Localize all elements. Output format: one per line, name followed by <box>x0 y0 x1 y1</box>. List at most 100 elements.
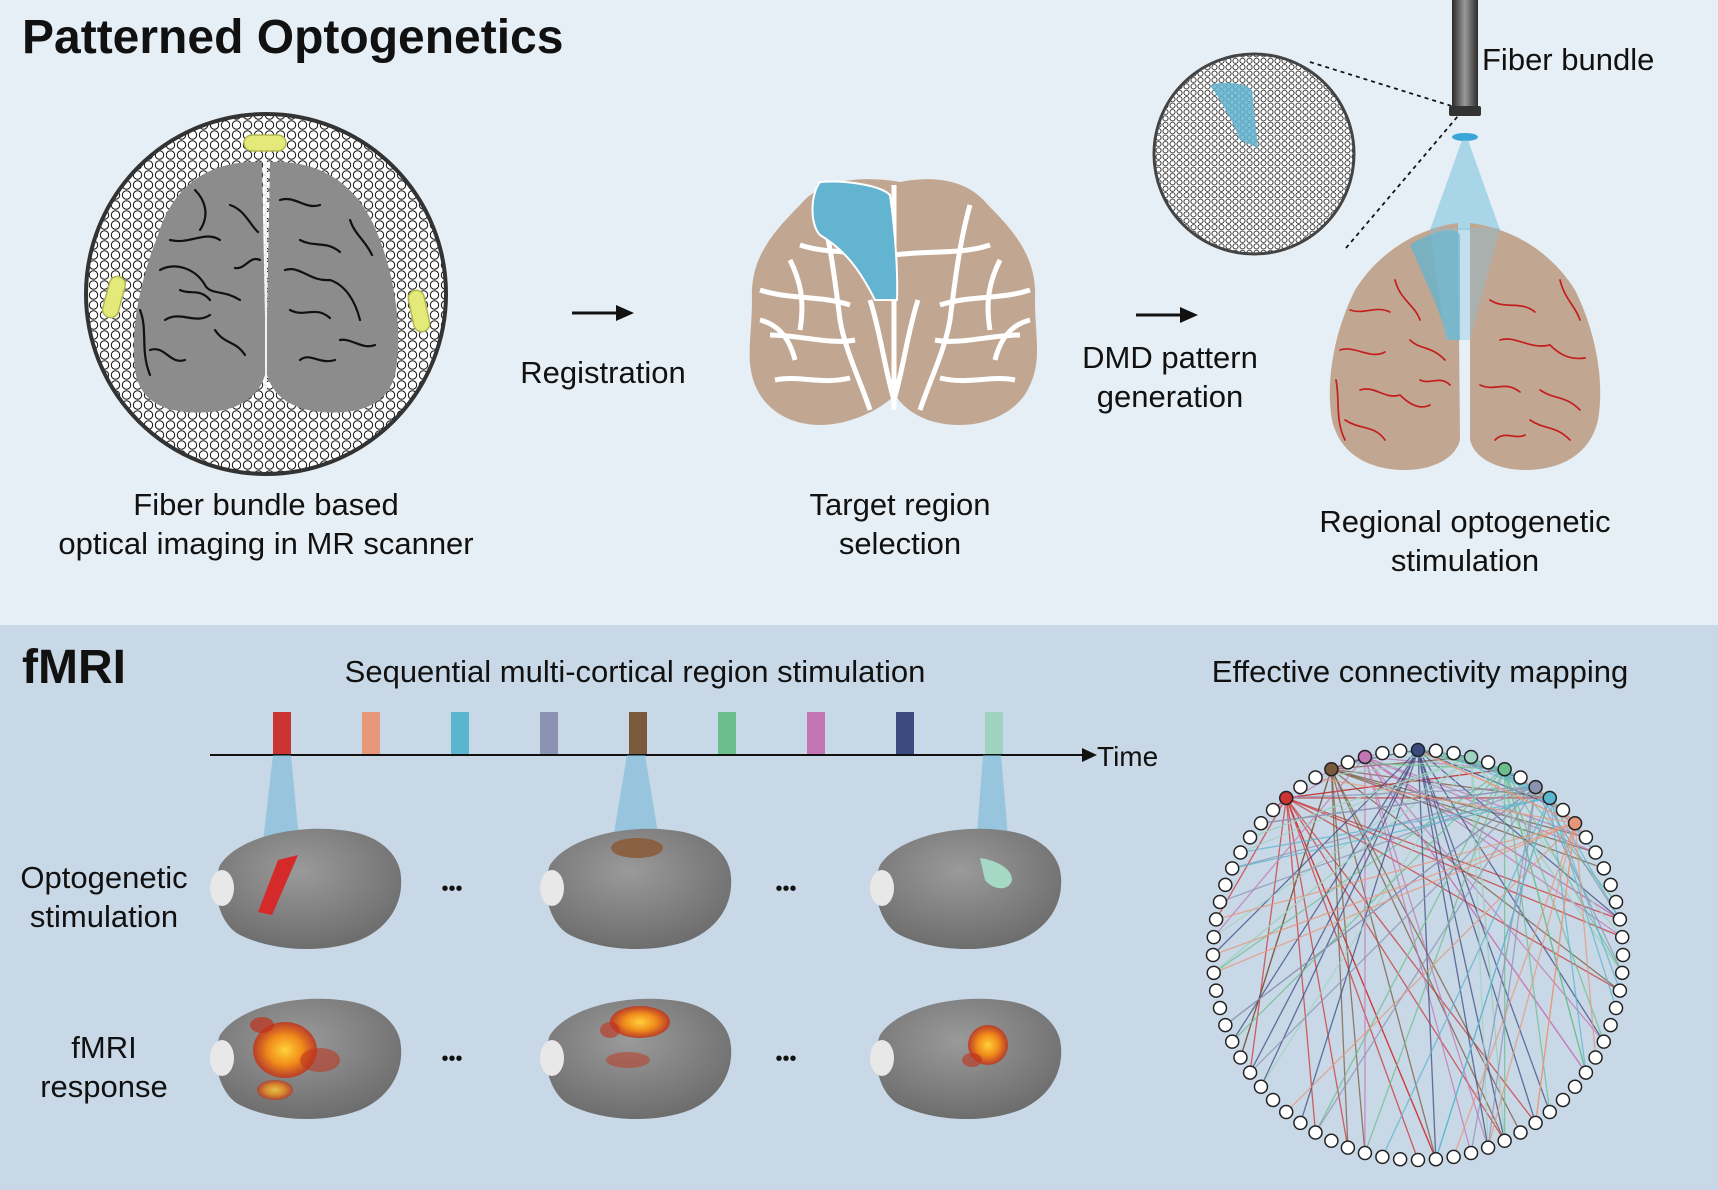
connectivity-node <box>1293 1115 1308 1131</box>
connectivity-edge <box>1224 786 1536 1026</box>
connectivity-edge <box>1315 756 1472 779</box>
connectivity-node <box>1446 745 1461 761</box>
connectivity-edge <box>1417 749 1576 824</box>
connectivity-node <box>1233 845 1248 860</box>
connectivity-edge <box>1417 749 1621 920</box>
connectivity-node <box>1308 770 1323 785</box>
connectivity-node <box>1596 861 1612 876</box>
fiber-bundle-label: Fiber bundle <box>1482 42 1655 77</box>
connectivity-edge <box>1314 768 1506 1133</box>
connectivity-node <box>1375 745 1390 761</box>
connectivity-node <box>1208 983 1224 998</box>
connectivity-node <box>1205 947 1221 963</box>
connectivity-node <box>1614 929 1630 945</box>
stimulus-pulse-6 <box>718 712 736 754</box>
connectivity-edge <box>1330 769 1437 1160</box>
ellipsis: ••• <box>441 1048 463 1070</box>
connectivity-node <box>1428 743 1444 759</box>
connectivity-node <box>1208 912 1224 927</box>
connectivity-edge <box>1213 822 1576 974</box>
connectivity-node <box>1224 1034 1240 1049</box>
ellipsis: ••• <box>775 1048 797 1070</box>
stimulated-brain <box>1329 223 1601 470</box>
connectivity-edge <box>1260 756 1472 1088</box>
connectivity-edge <box>1534 786 1623 974</box>
connectivity-node <box>1555 1092 1571 1108</box>
connectivity-edge <box>1314 786 1537 1133</box>
stimulus-pulse-1 <box>273 712 291 754</box>
connectivity-node <box>1357 1145 1373 1161</box>
brain-render-response-2 <box>540 998 732 1120</box>
connectivity-edge <box>1285 797 1621 992</box>
connectivity-node <box>1340 1140 1356 1155</box>
step2-caption-line1: Target region <box>809 487 991 522</box>
connectivity-node <box>1392 1151 1408 1167</box>
connectivity-edge <box>1315 776 1576 824</box>
connectivity-node <box>1612 912 1628 927</box>
connectivity-source-node <box>1542 790 1558 806</box>
stimulus-pulse-2 <box>362 712 380 754</box>
connectivity-node <box>1265 1092 1281 1108</box>
connectivity-edge <box>1285 797 1317 1133</box>
row1-label-line2: stimulation <box>29 899 179 934</box>
connectivity-node <box>1578 1065 1594 1080</box>
connectivity-source-node <box>1324 761 1339 777</box>
brain-render-stim-3 <box>870 828 1062 950</box>
connectivity-edge <box>1549 797 1621 991</box>
connectivity-edge <box>1452 823 1576 1158</box>
connectivity-node <box>1218 877 1233 893</box>
connectivity-edge <box>1330 769 1349 1148</box>
connectivity-node <box>1614 965 1630 981</box>
connectivity-edge <box>1549 797 1621 920</box>
connectivity-node <box>1528 1115 1543 1131</box>
connectivity-node <box>1463 1145 1479 1161</box>
brain-render-response-3 <box>870 998 1062 1120</box>
connectivity-edge <box>1285 797 1419 1161</box>
connectivity-node <box>1308 1125 1323 1140</box>
connectivity-edge <box>1240 797 1550 854</box>
connectivity-edge <box>1549 797 1587 1073</box>
connectivity-edge <box>1285 822 1576 1113</box>
panel-title-optogenetics: Patterned Optogenetics <box>22 11 564 64</box>
connectivity-node <box>1608 1000 1624 1016</box>
connectivity-title: Effective connectivity mapping <box>1211 654 1629 689</box>
connectivity-edge <box>1286 786 1536 799</box>
sequence-title: Sequential multi-cortical region stimula… <box>344 654 926 689</box>
connectivity-edge <box>1487 786 1537 1148</box>
connectivity-edge <box>1215 822 1576 921</box>
time-axis-label: Time <box>1097 741 1159 772</box>
connectivity-node <box>1206 965 1222 981</box>
connectivity-node <box>1542 1104 1558 1120</box>
connectivity-source-node <box>1528 779 1543 795</box>
connectivity-source-node <box>1567 815 1583 831</box>
connectivity-edge <box>1219 786 1536 903</box>
connectivity-edge <box>1435 797 1551 1160</box>
ellipsis: ••• <box>775 878 797 900</box>
brain-render-response-1 <box>210 998 402 1120</box>
brain-render-stim-1 <box>210 828 402 950</box>
connectivity-node <box>1612 983 1628 998</box>
connectivity-node <box>1480 755 1496 770</box>
connectivity-node <box>1324 1133 1339 1149</box>
connectivity-node <box>1578 830 1594 845</box>
connectivity-edge <box>1249 786 1537 1074</box>
connectivity-node <box>1253 815 1269 831</box>
connectivity-edge <box>1381 797 1551 1158</box>
connectivity-edge <box>1286 797 1621 921</box>
connectivity-edge <box>1504 768 1605 1042</box>
connectivity-edge <box>1534 823 1576 1124</box>
arrow-right-icon <box>1136 307 1198 323</box>
connectivity-edge <box>1417 749 1437 1160</box>
connectivity-edge <box>1213 768 1506 974</box>
connectivity-node <box>1513 770 1528 785</box>
connectivity-edge <box>1535 786 1576 824</box>
connectivity-node <box>1428 1151 1444 1167</box>
dmd-pattern-zoom <box>1152 52 1459 256</box>
connectivity-edge <box>1249 756 1472 839</box>
connectivity-edge <box>1470 786 1537 1154</box>
connectivity-node <box>1513 1125 1528 1140</box>
row2-label-line1: fMRI <box>71 1030 137 1065</box>
connectivity-node <box>1293 779 1308 795</box>
connectivity-node <box>1588 845 1603 860</box>
connectivity-node <box>1233 1050 1248 1065</box>
